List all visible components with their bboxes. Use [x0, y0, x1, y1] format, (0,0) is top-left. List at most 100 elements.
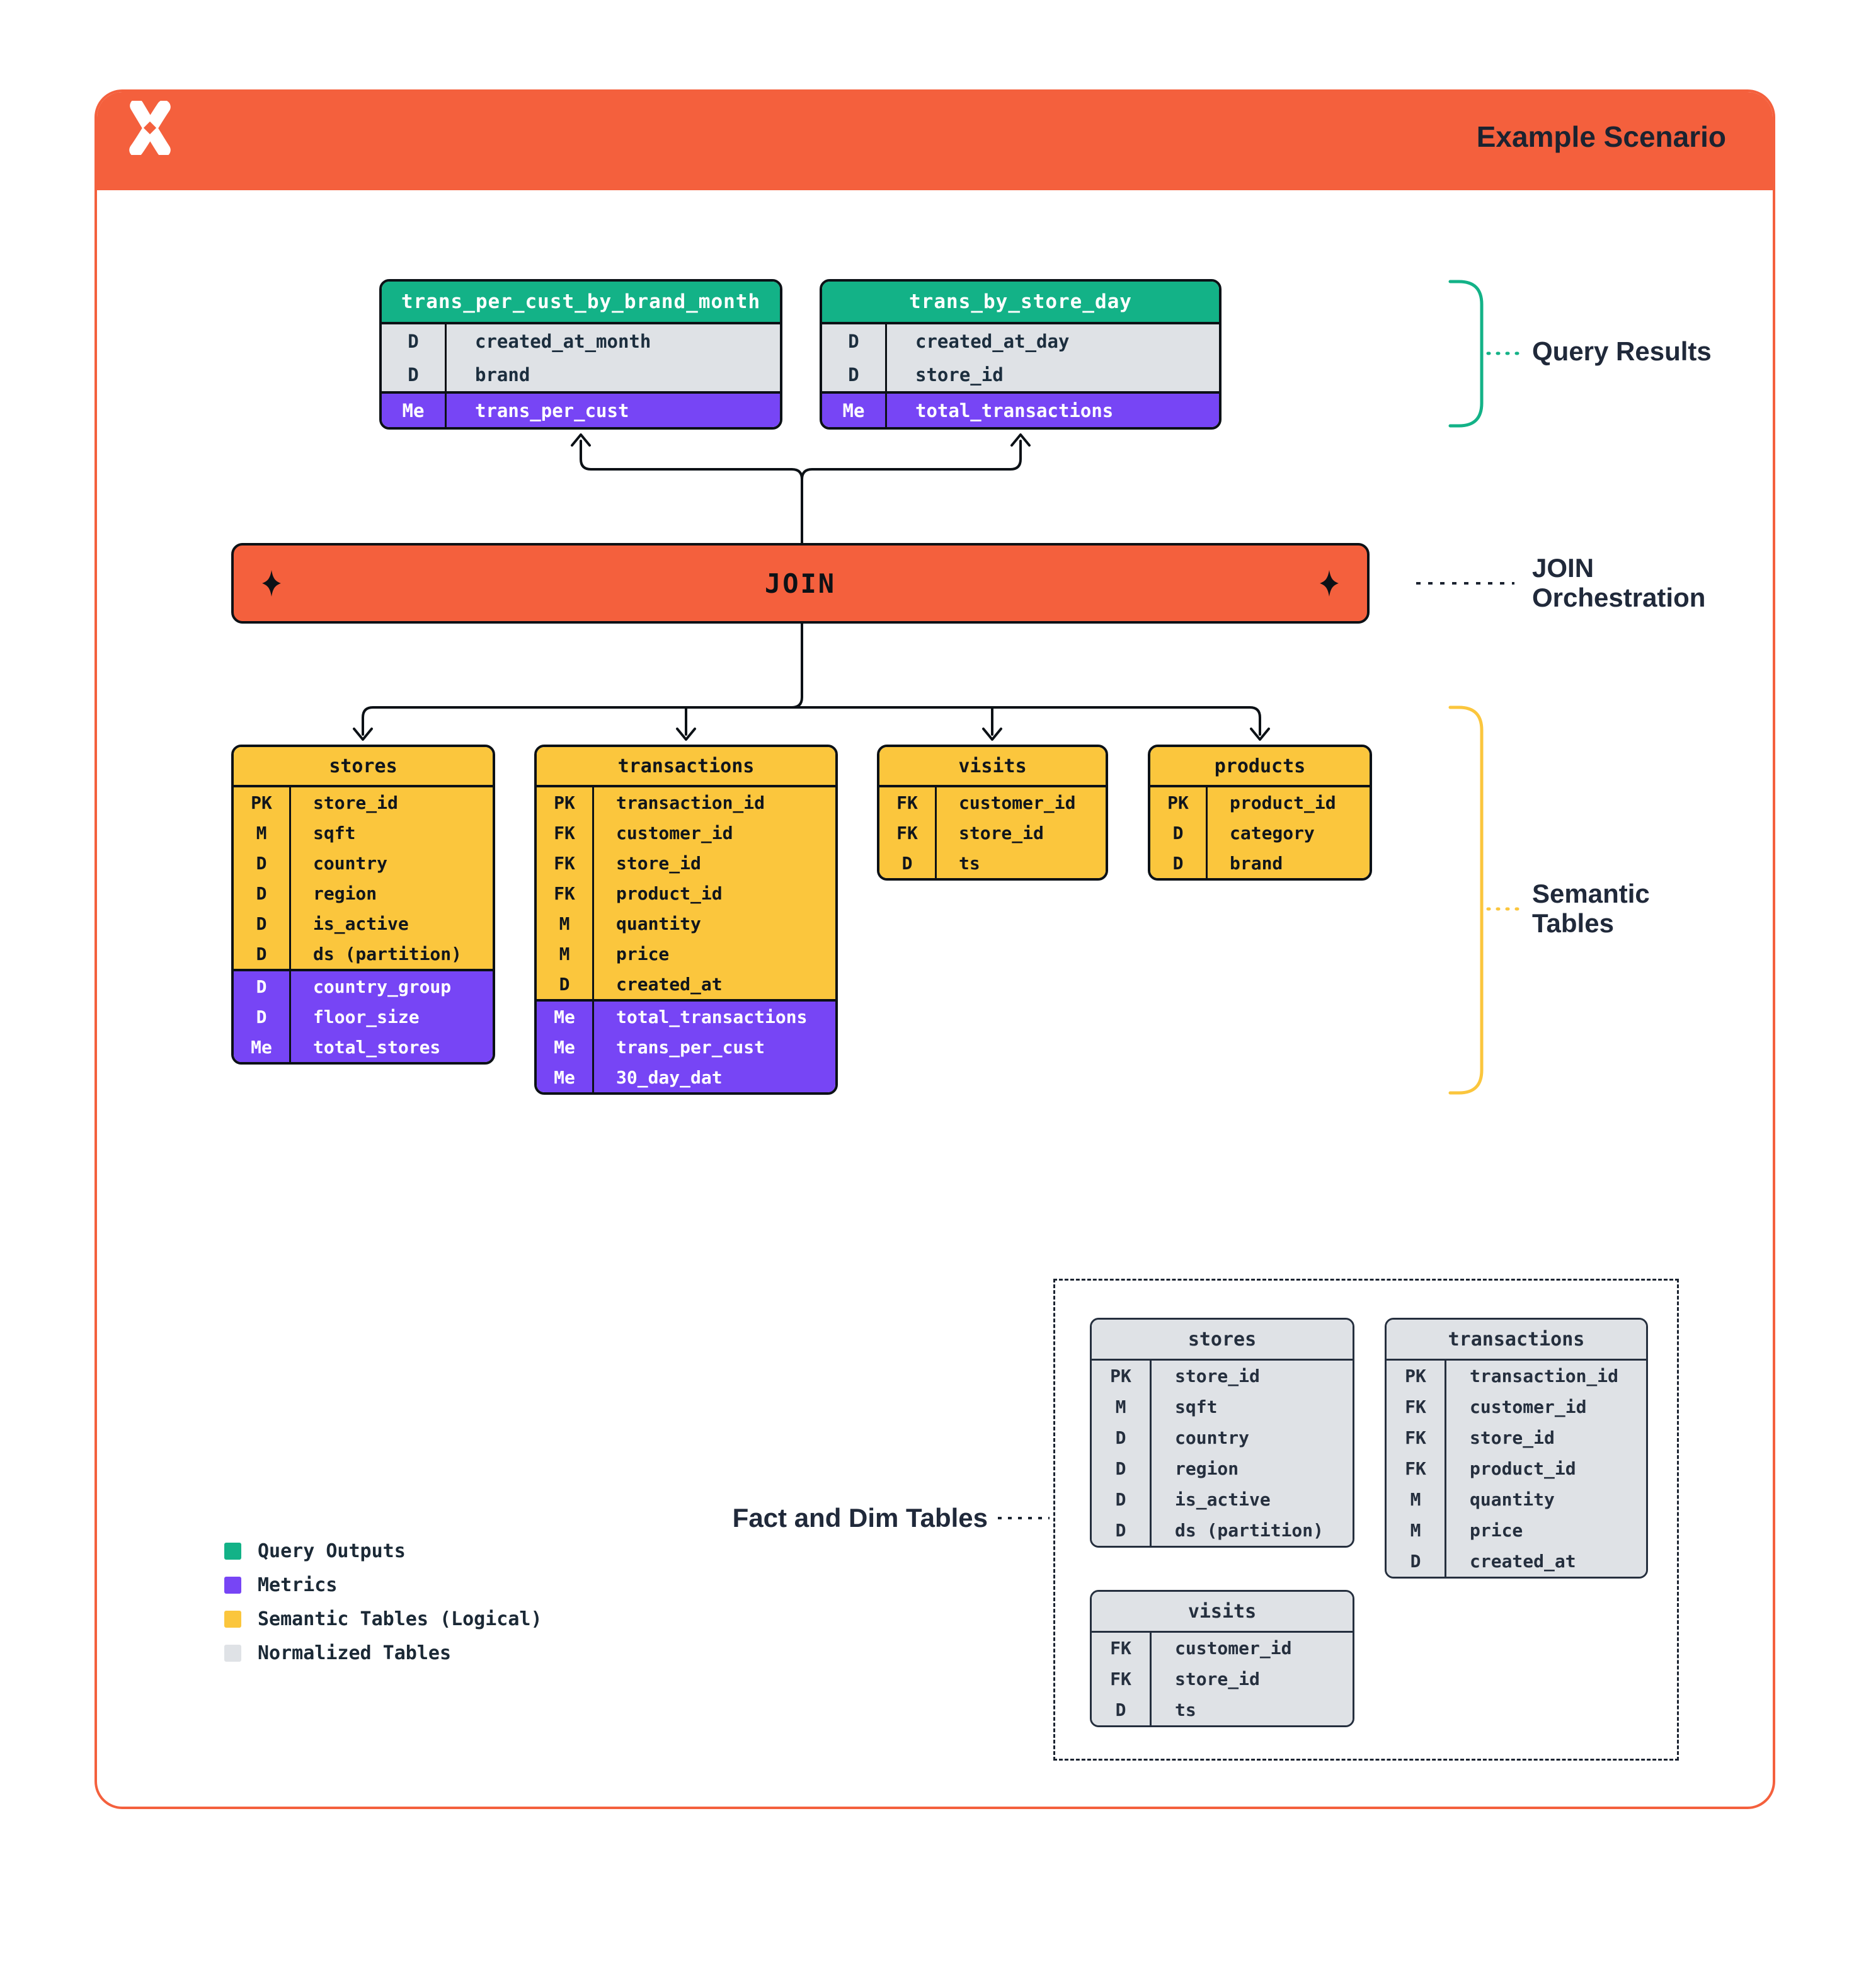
- row-key: D: [408, 363, 419, 386]
- key-column-divider: [885, 324, 887, 427]
- fact-dim-dashed-box: [1053, 1279, 1679, 1761]
- row-name: customer_id: [616, 822, 733, 843]
- row-name: 30_day_dat: [616, 1066, 723, 1088]
- legend-label: Metrics: [258, 1574, 338, 1596]
- row-key: D: [256, 913, 267, 934]
- row-name: region: [1175, 1458, 1239, 1479]
- row-key: FK: [1405, 1397, 1426, 1417]
- semantic-tables-label-line2: Tables: [1532, 908, 1614, 939]
- row-key: Me: [554, 1036, 575, 1058]
- table-title: trans_by_store_day: [822, 282, 1219, 324]
- row-name: created_at_day: [915, 330, 1070, 352]
- row-key: FK: [1110, 1638, 1131, 1659]
- join-orchestration-label: JOIN Orchestration: [1532, 553, 1705, 612]
- table-title: trans_per_cust_by_brand_month: [382, 282, 780, 324]
- row-name: product_id: [1230, 792, 1336, 813]
- row-name: transaction_id: [616, 792, 765, 813]
- row-key: D: [1115, 1427, 1126, 1448]
- row-name: country_group: [313, 976, 452, 997]
- row-key: FK: [1405, 1458, 1426, 1479]
- row-name: store_id: [959, 822, 1044, 843]
- row-name: price: [1470, 1520, 1523, 1541]
- row-name: is_active: [1175, 1489, 1271, 1510]
- row-key: FK: [554, 852, 575, 874]
- row-name: product_id: [616, 883, 723, 904]
- row-key: M: [1410, 1520, 1421, 1541]
- row-key: FK: [554, 883, 575, 904]
- table-title: stores: [1092, 1320, 1353, 1361]
- legend-swatch-icon: [224, 1542, 241, 1560]
- row-name: brand: [475, 363, 530, 386]
- row-key: PK: [1405, 1366, 1426, 1386]
- join-label: JOIN: [764, 568, 837, 599]
- row-key: D: [256, 943, 267, 964]
- row-name: total_transactions: [616, 1006, 808, 1027]
- row-key: M: [559, 943, 570, 964]
- join-orchestration-label-line2: Orchestration: [1532, 583, 1706, 613]
- row-name: customer_id: [1175, 1638, 1292, 1659]
- row-name: store_id: [915, 363, 1004, 386]
- legend-label: Semantic Tables (Logical): [258, 1608, 542, 1630]
- row-name: created_at_month: [475, 330, 651, 352]
- row-key: Me: [842, 399, 865, 421]
- key-column-divider: [1150, 1361, 1152, 1546]
- sparkle-icon: [1320, 569, 1339, 597]
- row-key: FK: [1405, 1427, 1426, 1448]
- row-key: D: [256, 976, 267, 997]
- key-column-divider: [935, 787, 937, 878]
- table-row: FK product_id: [537, 878, 835, 908]
- row-key: D: [901, 852, 913, 874]
- table-title: visits: [1092, 1592, 1353, 1633]
- row-key: D: [559, 973, 570, 995]
- row-name: floor_size: [313, 1006, 420, 1027]
- row-name: brand: [1230, 852, 1283, 874]
- legend-item: Semantic Tables (Logical): [224, 1608, 542, 1630]
- row-name: store_id: [1175, 1669, 1260, 1689]
- row-key: FK: [1110, 1669, 1131, 1689]
- row-name: sqft: [313, 822, 356, 843]
- row-key: M: [559, 913, 570, 934]
- row-key: D: [1172, 822, 1184, 843]
- row-key: M: [1410, 1489, 1421, 1510]
- row-name: category: [1230, 822, 1315, 843]
- legend-label: Query Outputs: [258, 1540, 406, 1562]
- fact-dim-label: Fact and Dim Tables: [732, 1503, 988, 1533]
- legend-label: Normalized Tables: [258, 1642, 452, 1664]
- row-name: total_transactions: [915, 399, 1114, 421]
- row-name: created_at: [616, 973, 723, 995]
